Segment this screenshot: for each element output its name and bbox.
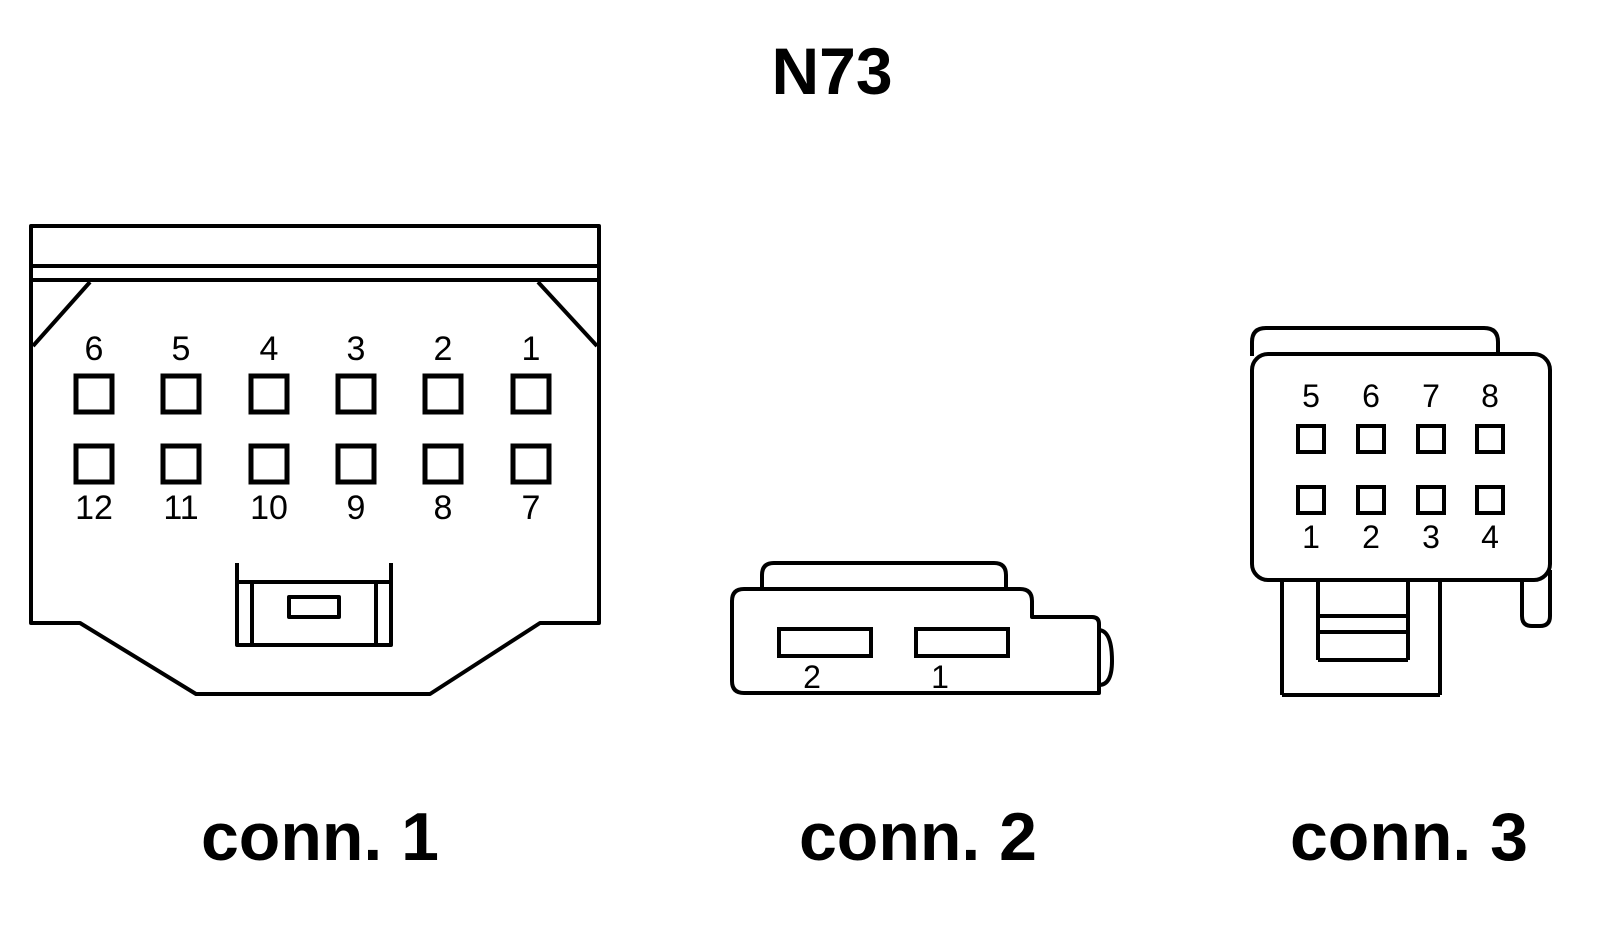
pin-cavity bbox=[248, 443, 290, 485]
connector-1-caption: conn. 1 bbox=[201, 799, 439, 875]
pin-cavity bbox=[1356, 424, 1386, 454]
pin-label: 7 bbox=[522, 489, 541, 527]
pin-label: 2 bbox=[803, 659, 821, 695]
pin-cavity bbox=[1416, 424, 1446, 454]
pin-label: 8 bbox=[434, 489, 453, 527]
diagram-title: N73 bbox=[771, 34, 892, 108]
pin-cavity bbox=[1356, 485, 1386, 515]
pin-label: 3 bbox=[1422, 519, 1440, 555]
pin-label: 7 bbox=[1422, 378, 1440, 414]
connector-3-pins: 5 6 7 8 1 2 3 4 bbox=[1296, 378, 1505, 555]
pin-cavity bbox=[248, 373, 290, 415]
pin-cavity bbox=[1475, 424, 1505, 454]
pin-cavity bbox=[1296, 485, 1326, 515]
connector-2-caption: conn. 2 bbox=[799, 799, 1037, 875]
pin-cavity bbox=[73, 373, 115, 415]
pin-label: 6 bbox=[85, 330, 104, 368]
connector-1: 6 5 4 3 2 1 12 11 10 9 8 7 bbox=[29, 224, 601, 696]
pin-label: 3 bbox=[347, 330, 366, 368]
connector-1-pins: 6 5 4 3 2 1 12 11 10 9 8 7 bbox=[73, 330, 552, 527]
pin-cavity bbox=[1416, 485, 1446, 515]
pin-label: 5 bbox=[172, 330, 191, 368]
pin-cavity bbox=[160, 373, 202, 415]
pin-label: 8 bbox=[1481, 378, 1499, 414]
pin-label: 1 bbox=[1302, 519, 1320, 555]
pin-label: 1 bbox=[931, 659, 949, 695]
pin-label: 2 bbox=[1362, 519, 1380, 555]
pin-cavity bbox=[1296, 424, 1326, 454]
pin-cavity bbox=[422, 373, 464, 415]
pin-label: 9 bbox=[347, 489, 366, 527]
pin-label: 5 bbox=[1302, 378, 1320, 414]
connector-1-housing bbox=[29, 224, 601, 696]
pin-cavity bbox=[422, 443, 464, 485]
pin-label: 4 bbox=[1481, 519, 1499, 555]
blade-pin bbox=[914, 627, 1010, 658]
pin-cavity bbox=[73, 443, 115, 485]
pin-cavity bbox=[335, 443, 377, 485]
pin-label: 12 bbox=[75, 489, 113, 527]
connector-2-housing bbox=[730, 561, 1114, 695]
pin-label: 11 bbox=[163, 489, 198, 527]
pin-cavity bbox=[160, 443, 202, 485]
pin-label: 1 bbox=[522, 330, 541, 368]
connector-3-housing bbox=[1250, 326, 1552, 697]
pin-cavity bbox=[1475, 485, 1505, 515]
connector-3: 5 6 7 8 1 2 3 4 bbox=[1250, 326, 1552, 697]
connector-3-caption: conn. 3 bbox=[1290, 799, 1528, 875]
pin-cavity bbox=[335, 373, 377, 415]
pin-label: 6 bbox=[1362, 378, 1380, 414]
pin-cavity bbox=[510, 443, 552, 485]
pin-cavity bbox=[510, 373, 552, 415]
pin-label: 2 bbox=[434, 330, 453, 368]
pin-label: 10 bbox=[250, 489, 288, 527]
blade-pin bbox=[777, 627, 873, 658]
pin-label: 4 bbox=[260, 330, 279, 368]
